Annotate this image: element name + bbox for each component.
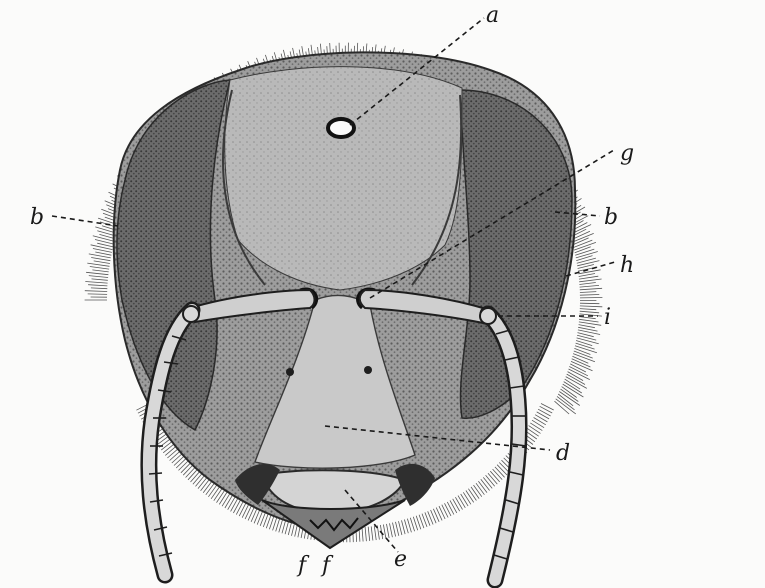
antenna-pedicel-right (480, 308, 496, 324)
label-i: i (604, 305, 611, 330)
ocellus (328, 119, 354, 137)
label-f-left: f (296, 553, 310, 578)
eye-spot-right (364, 366, 372, 374)
label-d: d (556, 441, 570, 466)
label-b-right: b (604, 205, 618, 230)
eye-spot-left (286, 368, 294, 376)
label-f-right: f (320, 553, 334, 578)
leader-b-left (52, 216, 118, 226)
label-e: e (394, 547, 407, 572)
vertex (225, 67, 462, 290)
label-g: g (620, 141, 634, 166)
label-b-left: b (30, 205, 44, 230)
antenna-pedicel-left (183, 306, 199, 322)
leader-h (566, 262, 615, 276)
label-a: a (486, 3, 499, 28)
label-h: h (620, 253, 634, 278)
